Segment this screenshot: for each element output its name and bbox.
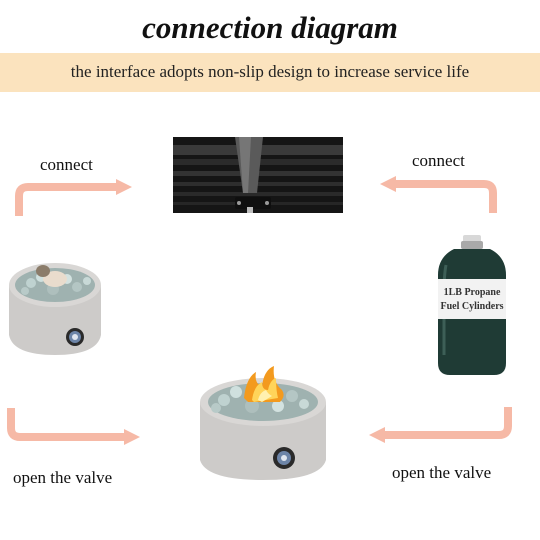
label-open-valve-right: open the valve: [392, 463, 492, 482]
cylinder-label-line1: 1LB Propane: [444, 287, 501, 298]
label-connect-right: connect: [412, 151, 465, 170]
fire-pit-lit: [200, 366, 326, 480]
label-open-valve-left: open the valve: [13, 468, 113, 487]
label-connect-left: connect: [40, 155, 93, 174]
cylinder-label-line2: Fuel Cylinders: [440, 301, 503, 312]
header: connection diagram the interface adopts …: [0, 0, 540, 92]
page-subtitle: the interface adopts non-slip design to …: [70, 62, 470, 81]
fire-pit-unlit: [9, 263, 101, 355]
table-frame-connector: [173, 137, 343, 219]
header-top: [0, 0, 540, 53]
page-title: connection diagram: [142, 10, 398, 45]
propane-cylinder: 1LB Propane Fuel Cylinders: [438, 235, 506, 375]
header-band: [0, 53, 540, 92]
